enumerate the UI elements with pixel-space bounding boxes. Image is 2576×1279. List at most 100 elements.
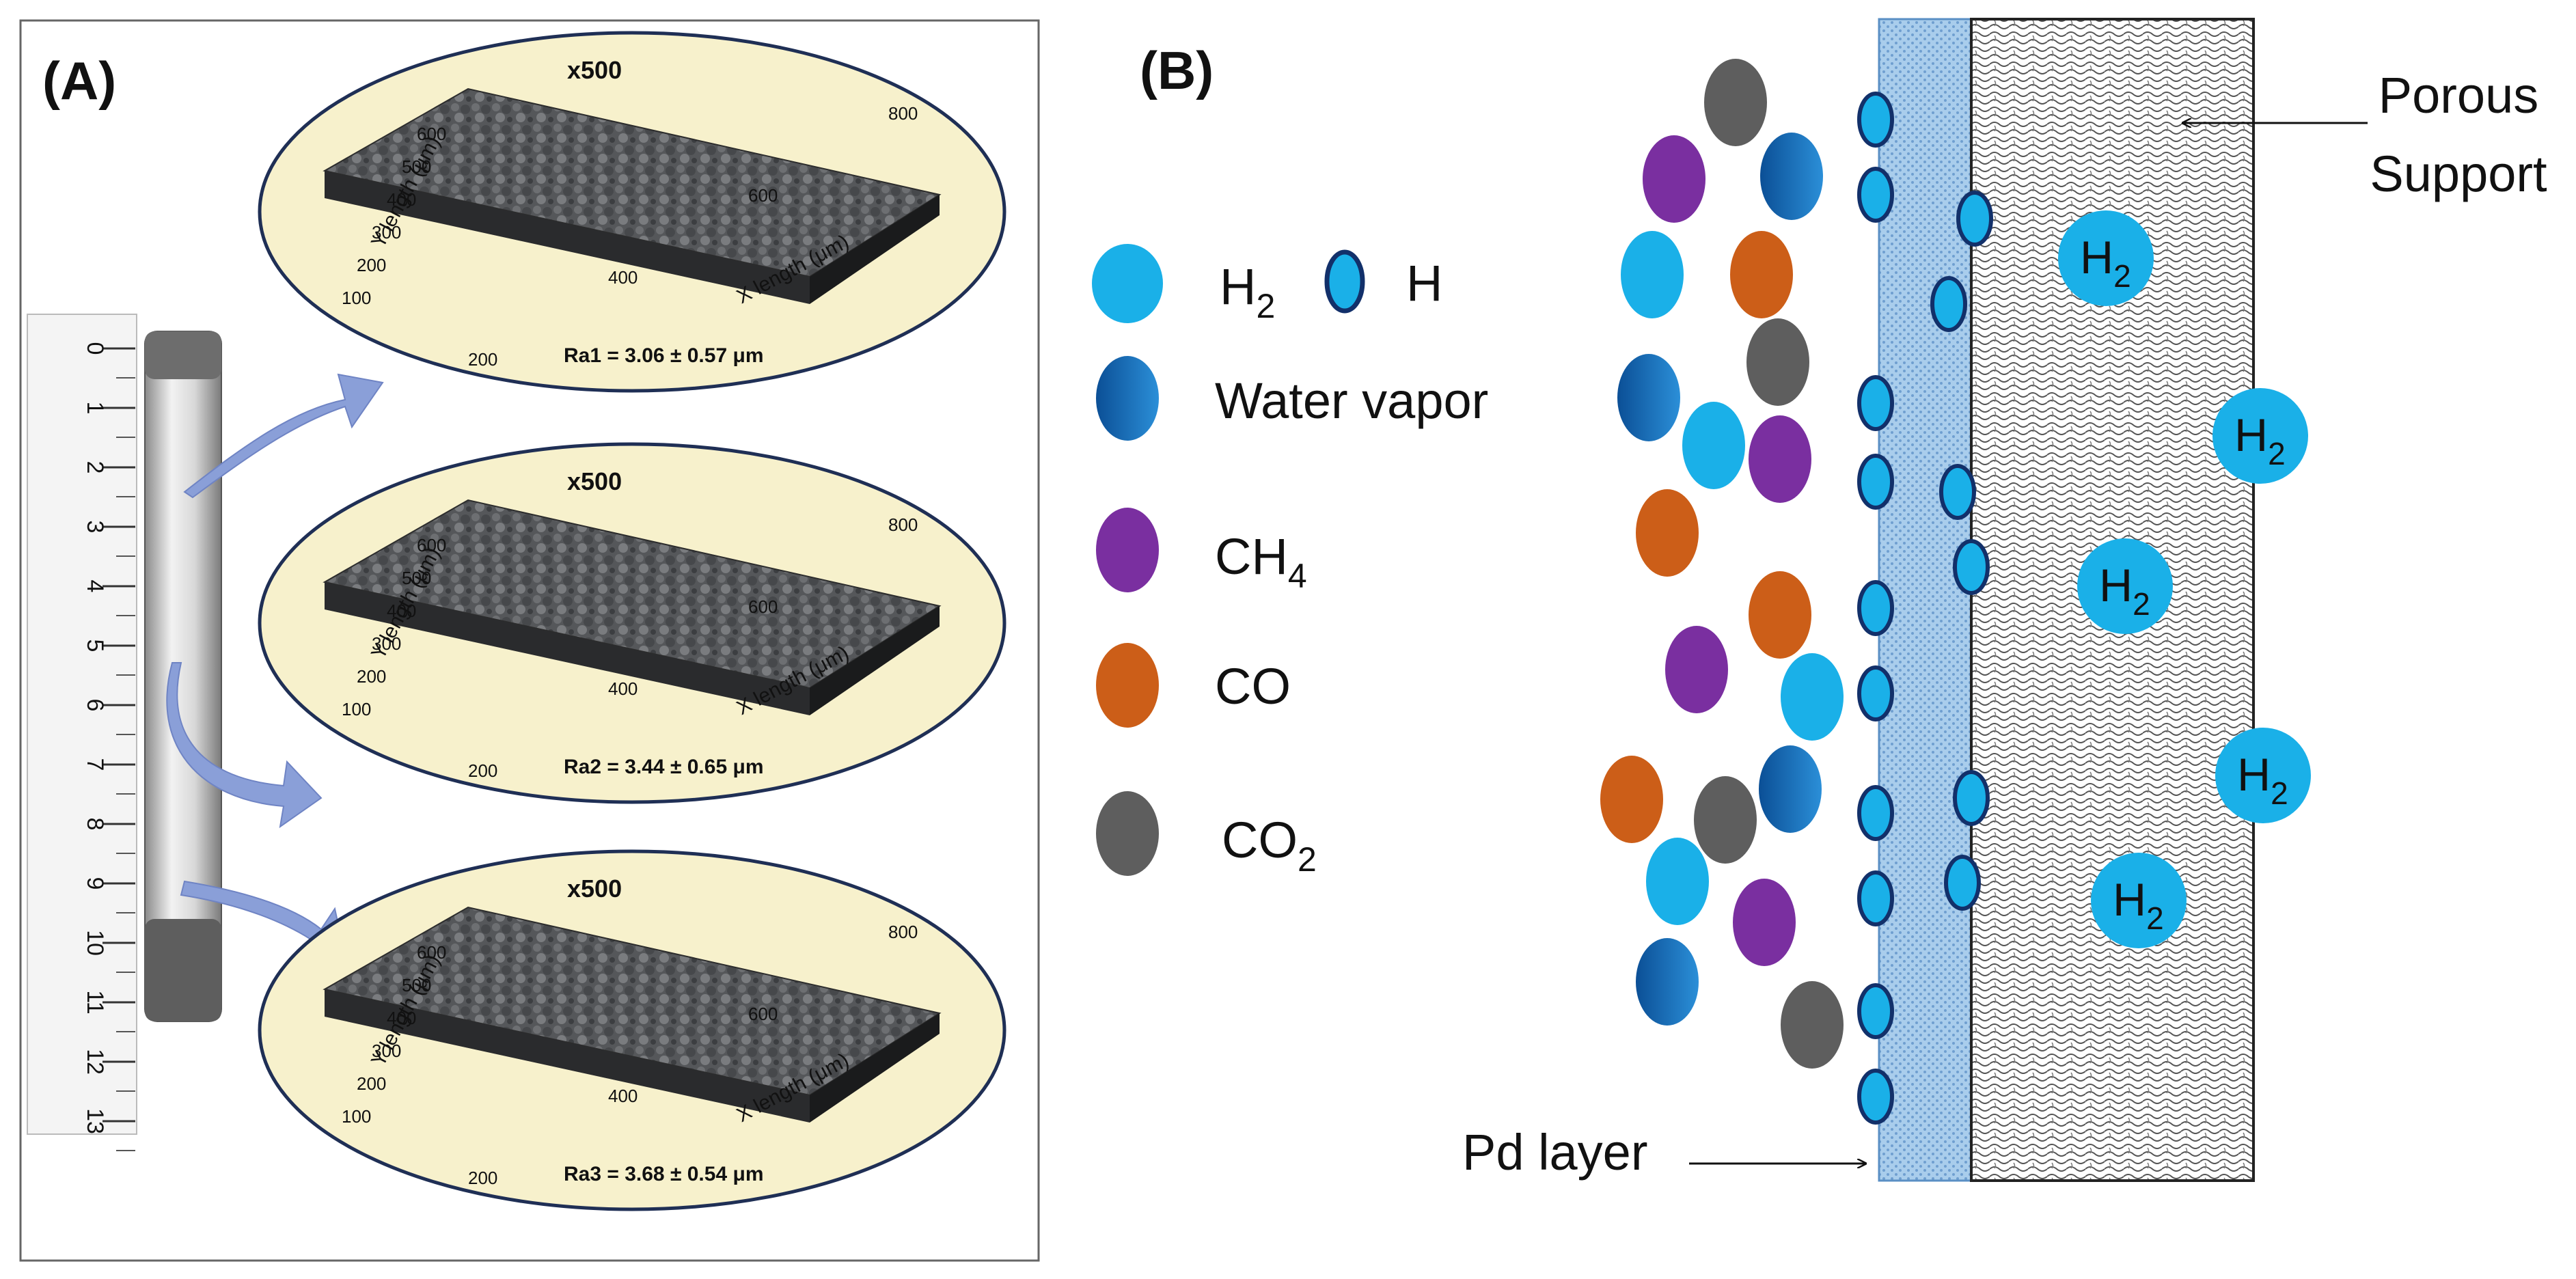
feed-ch4-molecule: [1749, 415, 1811, 503]
legend-co2-icon: [1096, 791, 1159, 876]
tube-top-cap: [145, 331, 221, 379]
feed-co-molecule: [1730, 231, 1793, 318]
scan-surface-side-right: [810, 606, 940, 715]
tube-body: [144, 331, 222, 1022]
ruler-number: 8: [82, 818, 108, 831]
permeate-h2: H2: [2091, 853, 2187, 948]
legend-h2-icon: [1092, 244, 1163, 323]
feed-h2-molecule: [1682, 402, 1745, 489]
ruler-number: 5: [82, 640, 108, 652]
feed-water-molecule: [1759, 745, 1822, 833]
permeate-h2: H2: [2077, 538, 2173, 634]
feed-h2-molecule: [1646, 838, 1709, 925]
legend-ch4-icon: [1096, 508, 1159, 592]
tube: [144, 331, 222, 1022]
panel-b-label: (B): [1140, 40, 1214, 100]
ruler-number: 9: [82, 877, 108, 890]
h-atom: [1857, 665, 1894, 721]
ruler-number: 10: [82, 930, 108, 956]
h-atom: [1857, 983, 1894, 1039]
scan-y-tick: 200: [357, 1073, 386, 1094]
permeate-h2-circle: [2058, 210, 2154, 306]
permeate-h2-circle: [2091, 853, 2187, 948]
scan-y-tick: 600: [417, 124, 446, 144]
scan-y-tick: 400: [387, 1008, 416, 1028]
scan-x-tick: 400: [608, 267, 638, 288]
h-atom: [1953, 539, 1990, 595]
ruler-number: 1: [82, 402, 108, 415]
permeate-h2: H2: [2212, 388, 2308, 484]
scan-y-tick: 500: [402, 568, 431, 588]
permeate-h2-label: H2: [2113, 874, 2164, 936]
permeate-h2: H2: [2058, 210, 2154, 306]
legend-h-atom-label: H: [1406, 255, 1442, 312]
tube-bottom-cap: [145, 919, 221, 1021]
feed-ch4-molecule: [1733, 879, 1796, 966]
scan-surface-side-right: [810, 1013, 940, 1123]
feed-ch4-molecule: [1665, 626, 1728, 713]
scan-magnification: x500: [567, 467, 622, 495]
scan-y-tick: 300: [372, 633, 401, 654]
ruler-number: 2: [82, 461, 108, 474]
scan-x-tick: 200: [468, 1168, 497, 1188]
ruler-number: 0: [82, 342, 108, 355]
feed-water-molecule: [1636, 938, 1699, 1026]
scan-x-tick: 600: [748, 596, 778, 617]
scan-roughness: Ra1 = 3.06 ± 0.57 μm: [564, 344, 764, 367]
scan-y-tick: 600: [417, 942, 446, 963]
scan-magnification: x500: [567, 875, 622, 903]
legend-co-icon: [1096, 643, 1159, 728]
scan-roughness: Ra3 = 3.68 ± 0.54 μm: [564, 1163, 764, 1185]
ruler-number: 12: [82, 1049, 108, 1075]
arrow-to-scan-2: [166, 662, 323, 829]
feed-water-molecule: [1760, 133, 1823, 220]
permeate-h2-label: H2: [2234, 409, 2286, 471]
ruler-number: 7: [82, 758, 108, 771]
permeate-h2-circle: [2215, 728, 2311, 823]
h-atom: [1857, 454, 1894, 510]
feed-water-molecule: [1617, 354, 1680, 441]
ruler-number: 6: [82, 699, 108, 712]
scan-x-tick: 400: [608, 1086, 638, 1106]
legend-h2-label: H2: [1220, 258, 1275, 325]
h-atom: [1857, 1069, 1894, 1125]
h-atom: [1857, 375, 1894, 431]
scan-y-tick: 400: [387, 189, 416, 210]
permeate-h2-circle: [2212, 388, 2308, 484]
legend: H2 H Water vapor CH4 CO CO2: [1092, 244, 1488, 879]
arrow-to-scan-1: [183, 373, 384, 499]
scan-y-tick: 300: [372, 1041, 401, 1061]
h-atom: [1857, 92, 1894, 148]
h-atom: [1857, 870, 1894, 926]
permeate-h2-label: H2: [2099, 560, 2150, 622]
scan-x-tick: 800: [888, 514, 918, 535]
h-atoms: [1857, 92, 1993, 1125]
legend-h-atom-icon: [1324, 249, 1365, 314]
feed-co-molecule: [1749, 571, 1811, 659]
scan-y-tick: 600: [417, 535, 446, 555]
porous-support-label-line1: Porous: [2379, 67, 2538, 124]
h-atom: [1944, 855, 1981, 911]
h-atom: [1930, 276, 1967, 332]
scan-x-tick: 800: [888, 922, 918, 942]
h-atom: [1857, 785, 1894, 841]
scan-y-tick: 100: [342, 699, 371, 719]
ruler-body: [27, 314, 137, 1135]
legend-water-label: Water vapor: [1215, 372, 1488, 429]
scan-y-tick: 100: [342, 1106, 371, 1127]
legend-ch4-label: CH4: [1215, 528, 1307, 595]
scan-x-tick: 600: [748, 185, 778, 206]
h-atom: [1939, 464, 1976, 520]
scan-y-tick: 500: [402, 975, 431, 995]
feed-co-molecule: [1636, 489, 1699, 577]
feed-co2-molecule: [1781, 981, 1844, 1069]
pd-layer-label: Pd layer: [1462, 1124, 1647, 1181]
scan-surface-side: [325, 171, 810, 304]
scan-magnification: x500: [567, 56, 622, 84]
